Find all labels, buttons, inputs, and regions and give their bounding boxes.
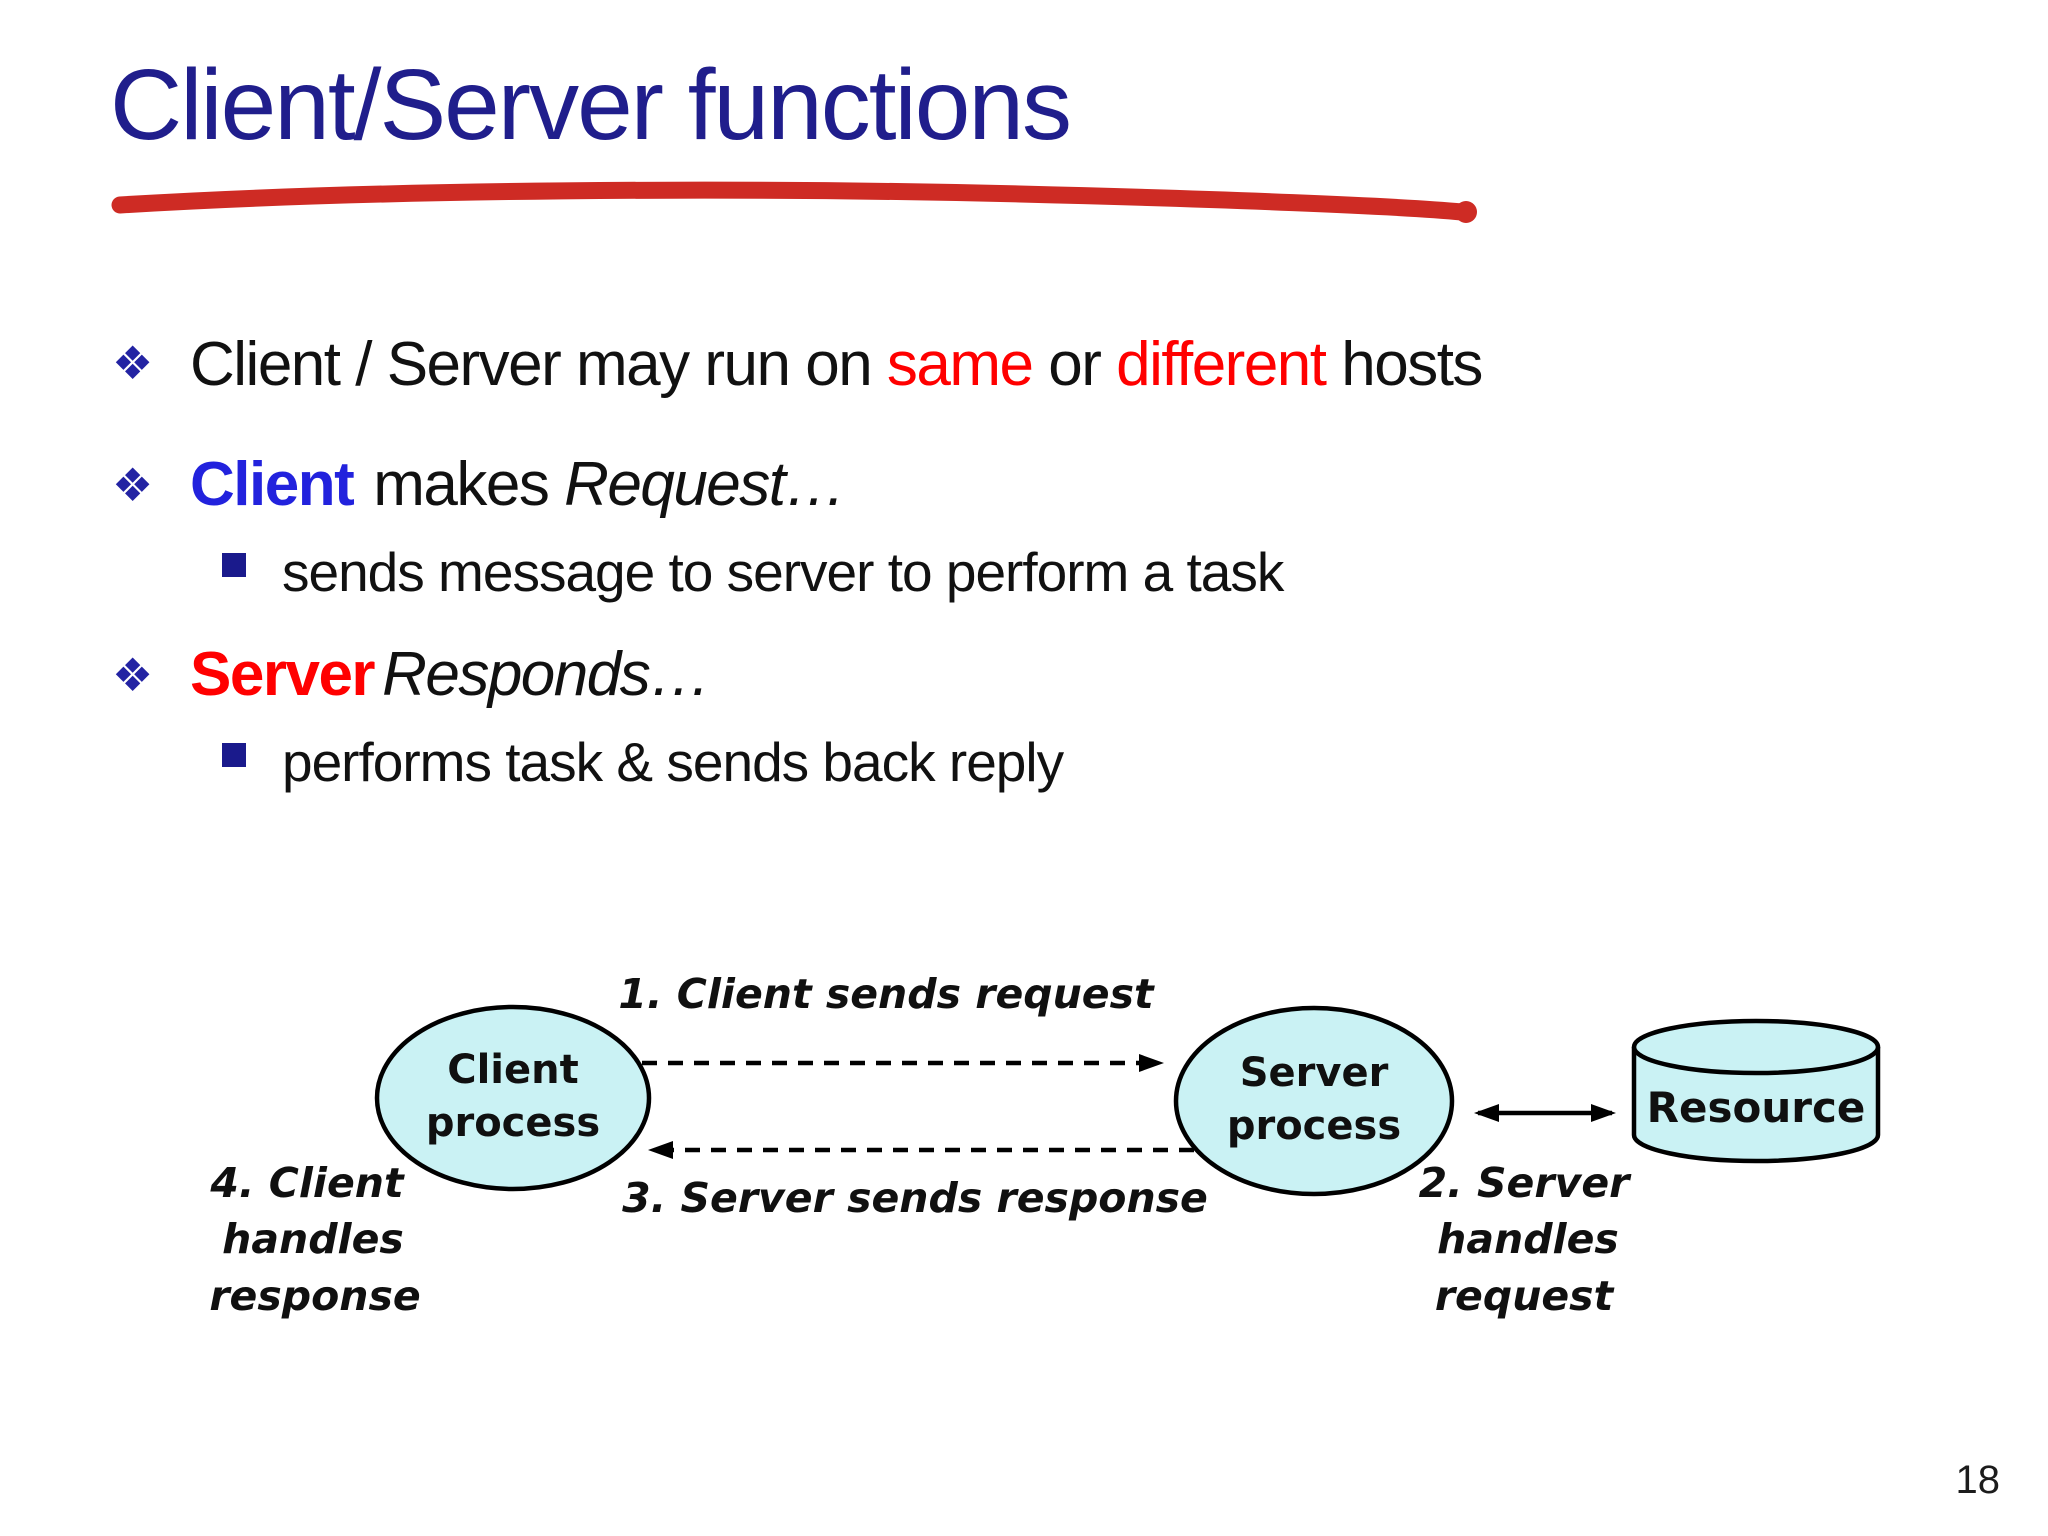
square-bullet-icon [222, 743, 246, 767]
diamond-bullet-icon: ❖ [112, 337, 154, 389]
diamond-bullet-icon: ❖ [112, 459, 154, 511]
bullet3-server: Server [190, 640, 376, 709]
resource-cylinder-top [1631, 1018, 1881, 1076]
bullet-text: Client / Server may run on same or diffe… [190, 330, 1483, 399]
bullet1-different: different [1116, 330, 1327, 399]
page-number: 18 [1955, 1458, 2001, 1502]
slide-title: Client/Server functions [110, 49, 1072, 161]
step2-label-line1: 2. Server [1419, 1159, 1632, 1207]
step4-label-line3: response [209, 1272, 420, 1320]
client-process-node [374, 1004, 652, 1192]
sub-bullet-text: performs task & sends back reply [282, 731, 1064, 793]
swoosh-end-blob [1455, 201, 1477, 223]
diamond-bullet-icon: ❖ [112, 649, 154, 701]
bullet-text: Client makes Request… [190, 450, 847, 519]
bullet3-responds: Responds… [382, 640, 711, 709]
client-node-label-line2: process [426, 1100, 600, 1146]
sub-bullet-text: sends message to server to perform a tas… [282, 541, 1284, 603]
step4-label-line1: 4. Client [209, 1159, 405, 1207]
step4-label-line2: handles [222, 1215, 404, 1263]
bullet2-client: Client [190, 450, 355, 519]
bullet2-mid: makes [373, 450, 565, 519]
server-process-node [1173, 1005, 1455, 1197]
step2-label-line3: request [1435, 1272, 1615, 1320]
step2-label-line2: handles [1437, 1215, 1619, 1263]
bullet1-mid: or [1032, 330, 1117, 399]
bullet1-pre: Client / Server may run on [190, 330, 887, 399]
bullet2-request: Request… [564, 450, 846, 519]
client-node-label-line1: Client [447, 1047, 579, 1093]
step1-label: 1. Client sends request [618, 970, 1155, 1018]
resource-cylinder-body [1631, 1047, 1881, 1164]
square-bullet-icon [222, 553, 246, 577]
bullet1-post: hosts [1325, 330, 1483, 399]
server-node-label-line1: Server [1240, 1050, 1389, 1096]
server-node-label-line2: process [1227, 1103, 1401, 1149]
bullet1-same: same [886, 330, 1034, 399]
resource-label: Resource [1647, 1083, 1866, 1132]
title-underline-swoosh [111, 181, 1471, 221]
step3-label: 3. Server sends response [622, 1174, 1208, 1222]
